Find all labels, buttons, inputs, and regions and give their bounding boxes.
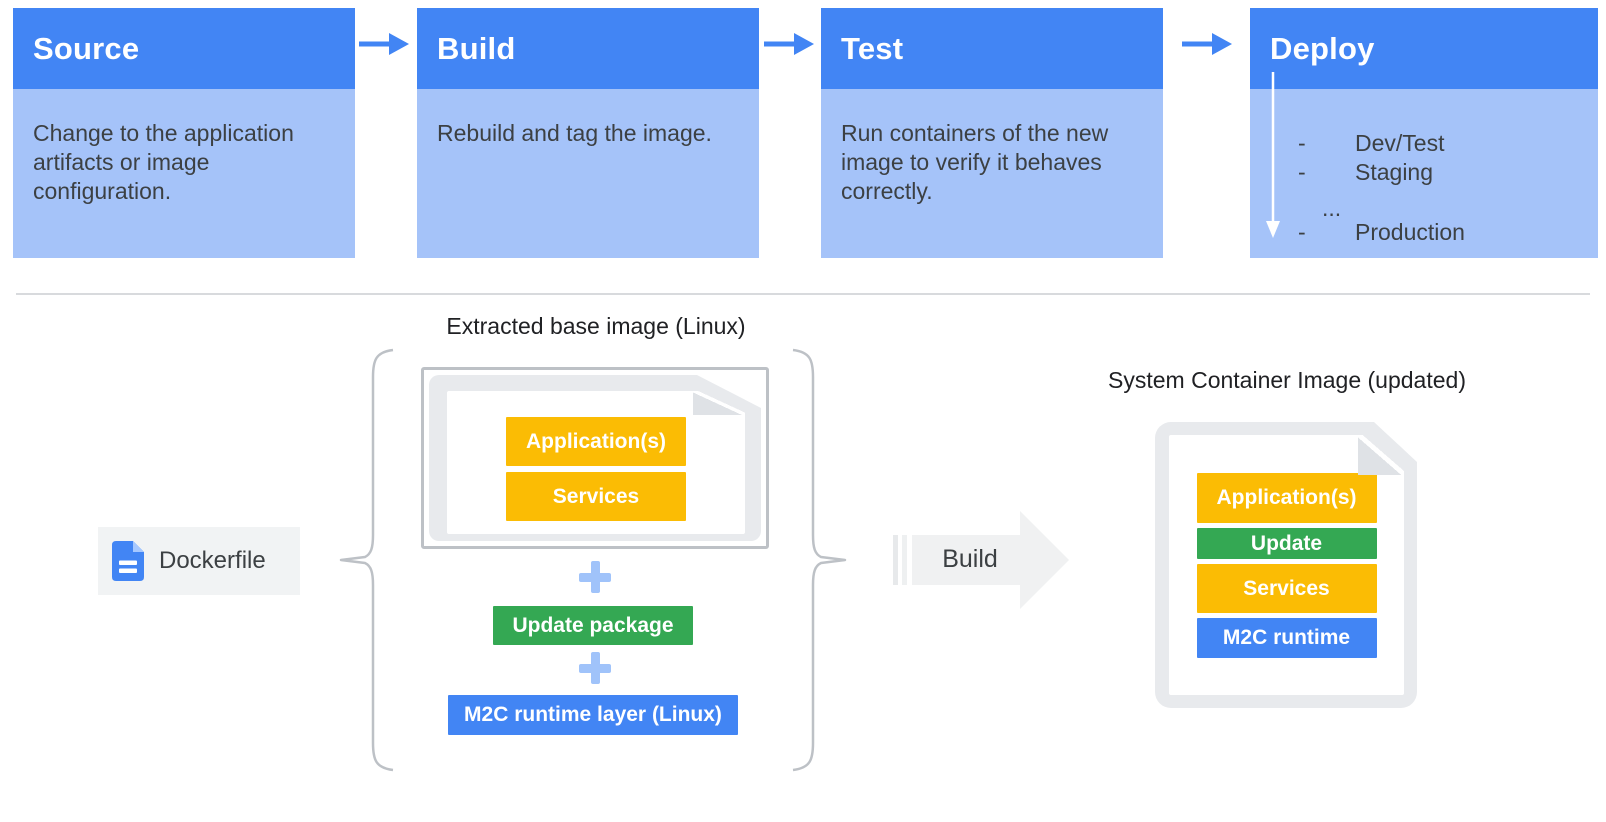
stage-source-description: Change to the application artifacts or i… [33, 120, 294, 204]
deploy-target-production: - Production [1298, 218, 1465, 246]
dockerfile-icon [112, 541, 144, 581]
right-brace-icon [792, 348, 847, 772]
system-container-title: System Container Image (updated) [1108, 367, 1466, 393]
layer-services: Services [506, 472, 686, 521]
dockerfile-chip: Dockerfile [98, 527, 300, 595]
left-brace-icon [339, 348, 394, 772]
stage-test-body: Run containers of the new image to verif… [821, 89, 1163, 258]
stage-source: Source Change to the application artifac… [13, 8, 355, 258]
list-dash: - [1298, 159, 1306, 185]
deploy-sequence-arrow-icon [1266, 72, 1280, 238]
dockerfile-label: Dockerfile [159, 547, 266, 574]
deploy-target-dev-test: - Dev/Test [1298, 129, 1444, 157]
stage-deploy-title: Deploy [1270, 30, 1375, 66]
plus-icon [579, 652, 611, 684]
deploy-target-label: Staging [1355, 159, 1434, 185]
flow-arrow-icon [1182, 33, 1232, 55]
layer-update: Update [1197, 528, 1377, 559]
flow-arrow-icon [359, 33, 409, 55]
stage-test-header: Test [821, 8, 1163, 89]
stage-build: Build Rebuild and tag the image. [417, 8, 759, 258]
section-divider [16, 293, 1590, 295]
stage-build-description: Rebuild and tag the image. [437, 120, 712, 146]
stage-test-title: Test [841, 30, 904, 66]
base-image-box: Application(s) Services [421, 367, 769, 549]
layer-m2c-runtime: M2C runtime [1197, 618, 1377, 658]
deploy-target-label: ... [1322, 195, 1342, 221]
folded-corner-icon [1358, 435, 1404, 475]
update-package-bar: Update package [493, 606, 693, 645]
stage-source-header: Source [13, 8, 355, 89]
stage-build-header: Build [417, 8, 759, 89]
stage-test: Test Run containers of the new image to … [821, 8, 1163, 258]
base-image-document: Application(s) Services [429, 375, 761, 541]
stage-source-title: Source [33, 30, 140, 66]
system-container-document: Application(s) Update Services M2C runti… [1155, 422, 1417, 708]
deploy-target-label: Dev/Test [1355, 130, 1445, 156]
stage-deploy-header: Deploy [1250, 8, 1598, 89]
folded-corner-icon [693, 391, 745, 415]
deploy-target-ellipsis: ... [1322, 194, 1341, 222]
list-dash: - [1298, 130, 1306, 156]
stage-deploy-body [1250, 89, 1598, 258]
build-arrow-label: Build [942, 544, 998, 573]
stage-test-description: Run containers of the new image to verif… [841, 120, 1109, 204]
stage-build-title: Build [437, 30, 516, 66]
system-container-page: Application(s) Update Services M2C runti… [1169, 435, 1404, 695]
m2c-runtime-layer-bar: M2C runtime layer (Linux) [448, 695, 738, 735]
plus-icon [579, 561, 611, 593]
stage-build-body: Rebuild and tag the image. [417, 89, 759, 258]
stage-deploy: Deploy - Dev/Test - Staging ... - Produc… [1250, 8, 1598, 258]
layer-services: Services [1197, 564, 1377, 613]
system-container-layers: Application(s) Update Services M2C runti… [1169, 435, 1404, 658]
layer-applications: Application(s) [506, 417, 686, 466]
deploy-target-staging: - Staging [1298, 158, 1433, 186]
base-image-page: Application(s) Services [447, 391, 745, 534]
stage-source-body: Change to the application artifacts or i… [13, 89, 355, 258]
deploy-target-label: Production [1355, 219, 1465, 245]
base-image-title: Extracted base image (Linux) [446, 313, 746, 339]
base-image-layers: Application(s) Services [447, 391, 745, 521]
build-arrow-icon [893, 511, 1069, 609]
flow-arrow-icon [764, 33, 814, 55]
layer-applications: Application(s) [1197, 473, 1377, 523]
list-dash: - [1298, 219, 1306, 245]
